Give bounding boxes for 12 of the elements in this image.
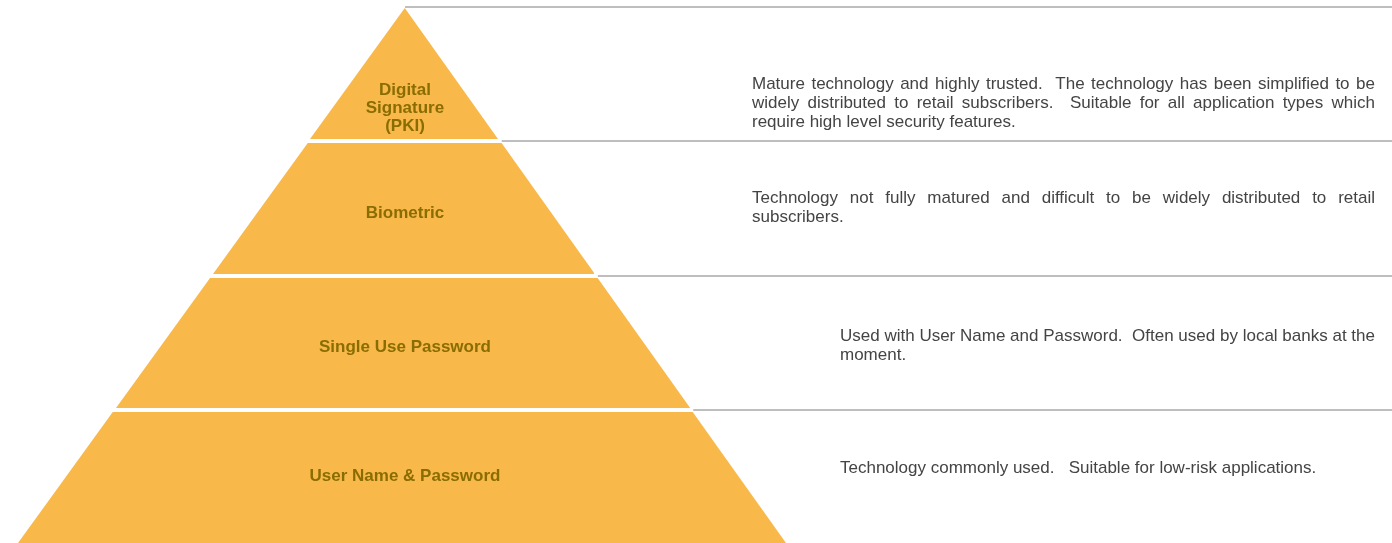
tier-label: Biometric xyxy=(364,204,446,222)
pyramid-tier xyxy=(17,412,786,543)
tier-label: Digital Signature (PKI) xyxy=(364,81,446,135)
tier-label: User Name & Password xyxy=(308,467,502,485)
pyramid-tier xyxy=(115,278,690,408)
description-text: Technology not fully matured and difficult to be widely distributed to retail subscribers. xyxy=(752,188,1375,226)
tier-label: Single Use Password xyxy=(318,338,492,356)
pyramid-tier xyxy=(310,8,499,139)
description-text: Used with User Name and Password. Often used by local banks at the moment. xyxy=(840,326,1375,364)
description-text: Mature technology and highly trusted. The technology has been simplified to be widely distributed to retail subscribers. Suitable for all application types which require high level security features. xyxy=(752,74,1375,131)
pyramid-tier xyxy=(212,143,595,274)
description-text: Technology commonly used. Suitable for low-risk applications. xyxy=(840,458,1318,477)
